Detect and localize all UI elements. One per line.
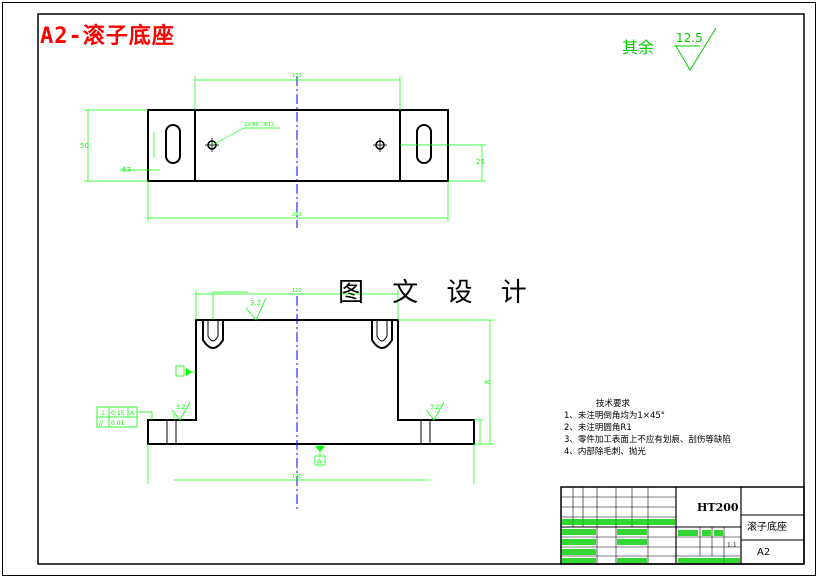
drawing-title: A2-滚子底座 (40, 24, 175, 49)
surface-finish-icon (675, 27, 717, 71)
right-slot (416, 124, 432, 164)
surface-finish-value: 12.5 (676, 31, 703, 45)
tech-notes-title: 技术要求 (596, 399, 631, 409)
top-view: 150 210 50 63 25 2×Φ8 ▽Φ12 (80, 73, 486, 228)
dim-front-width: 120 (292, 288, 302, 294)
dim-overall-length: 210 (292, 212, 302, 218)
watermark-text: 图 文 设 计 (338, 278, 537, 308)
dim-front-base: 190 (292, 474, 302, 480)
tech-note-item: 3、零件加工表面上不应有划痕、刮伤等缺陷 (564, 435, 731, 445)
top-view-body (147, 109, 449, 182)
dim-slot-offset: 63 (122, 166, 131, 174)
roughness-right: 3.2 (430, 404, 440, 411)
dim-right-offset: 25 (476, 158, 485, 166)
roughness-top-icon (245, 297, 267, 321)
roughness-top: 3.2 (250, 299, 261, 307)
title-block-scale: 1:1 (727, 542, 737, 549)
tolerance-frame: ⊥ 0.15 A // 0.01 (96, 406, 153, 428)
side-datum-box (175, 365, 185, 377)
tol-row1-symbol: ⊥ (100, 409, 106, 417)
roughness-left: 3.2 (176, 404, 186, 411)
title-block-material: HT200 (697, 501, 739, 514)
front-view: 3.2 3.2 3.2 A ⊥ 0.15 A // 0.01 120 190 4… (96, 288, 494, 512)
dim-height-left: 50 (80, 142, 89, 150)
tech-note-item: 2、未注明圆角R1 (564, 423, 632, 433)
surface-finish-note: 其余 12.5 (622, 27, 717, 71)
tol-row2-symbol: // (99, 420, 104, 427)
roughness-right-icon (425, 401, 445, 421)
dim-front-height: 40 (484, 380, 490, 386)
datum-box (314, 455, 326, 466)
counterbore-left (202, 320, 224, 349)
title-block-sheet-size: A2 (757, 547, 770, 558)
title-block (560, 486, 805, 565)
left-slot (165, 124, 181, 164)
surface-finish-prefix: 其余 (622, 38, 654, 57)
datum-triangle-icon (315, 446, 325, 452)
technical-requirements: 技术要求 1、未注明倒角均为1×45° 2、未注明圆角R1 3、零件加工表面上不… (564, 398, 731, 458)
tol-row2-value: 0.01 (111, 420, 125, 427)
dim-top-width: 150 (292, 73, 302, 79)
tech-note-item: 1、未注明倒角均为1×45° (564, 411, 666, 421)
roughness-left-icon (171, 401, 191, 421)
tol-row1-datum: A (130, 410, 135, 417)
datum-label: A (317, 458, 322, 466)
inner-frame (37, 13, 805, 565)
tech-note-item: 4、内部除毛刺、抛光 (564, 447, 646, 457)
counterbore-right (371, 320, 393, 349)
title-block-part-name: 滚子底座 (747, 520, 787, 533)
front-view-body (147, 319, 475, 445)
title-block-fills (562, 519, 740, 563)
tol-row1-value: 0.15 (111, 410, 125, 417)
dim-hole-note: 2×Φ8 ▽Φ12 (244, 122, 274, 128)
